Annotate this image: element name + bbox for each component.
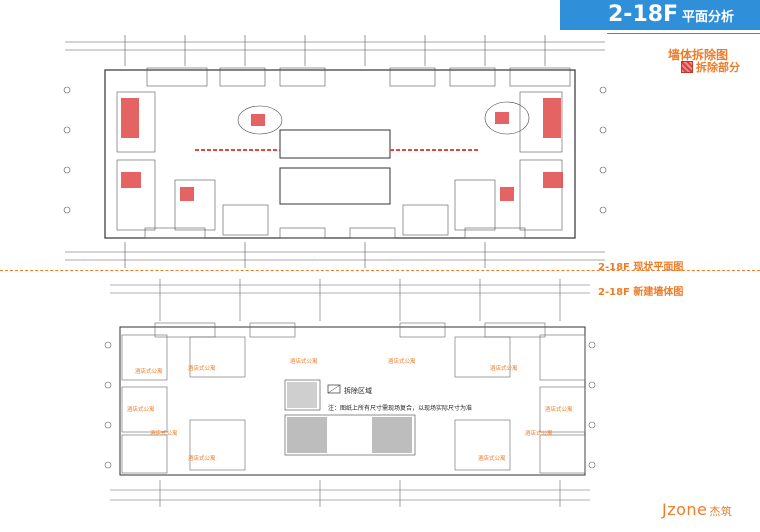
section-divider	[0, 270, 760, 271]
room-label: 酒店式公寓	[188, 364, 216, 372]
label-new-plan: 2-18F 新建墙体图	[598, 287, 684, 298]
title-banner: 2-18F 平面分析	[560, 0, 760, 30]
room-label: 酒店式公寓	[490, 364, 518, 372]
page-title: 2-18F	[608, 2, 679, 27]
room-label: 酒店式公寓	[127, 405, 155, 413]
room-label: 酒店式公寓	[135, 367, 163, 375]
page-subtitle: 平面分析	[682, 10, 735, 25]
header-rule	[607, 33, 760, 34]
room-label: 酒店式公寓	[388, 357, 416, 365]
brand-name: Jzone	[662, 500, 708, 519]
demolition-swatch	[681, 61, 693, 73]
room-label: 酒店式公寓	[545, 405, 573, 413]
room-label: 酒店式公寓	[188, 454, 216, 462]
room-label: 酒店式公寓	[525, 429, 553, 437]
room-label: 酒店式公寓	[150, 429, 178, 437]
room-label: 酒店式公寓	[478, 454, 506, 462]
new-floor-plan: 拆除区域 注：图纸上所有尺寸需现场复合，以现场实际尺寸为准 酒店式公寓 酒店式公…	[104, 279, 596, 507]
demolition-area-label: 拆除区域	[344, 386, 372, 395]
legend-title: 墙体拆除图	[668, 48, 729, 62]
brand-name-cn: 杰筑	[709, 505, 733, 518]
current-floor-plan	[63, 35, 607, 268]
room-label: 酒店式公寓	[290, 357, 318, 365]
label-current-plan: 2-18F 现状平面图	[598, 262, 684, 273]
legend-swatch-label: 拆除部分	[696, 61, 740, 74]
plan-note: 注：图纸上所有尺寸需现场复合，以现场实际尺寸为准	[328, 404, 472, 412]
